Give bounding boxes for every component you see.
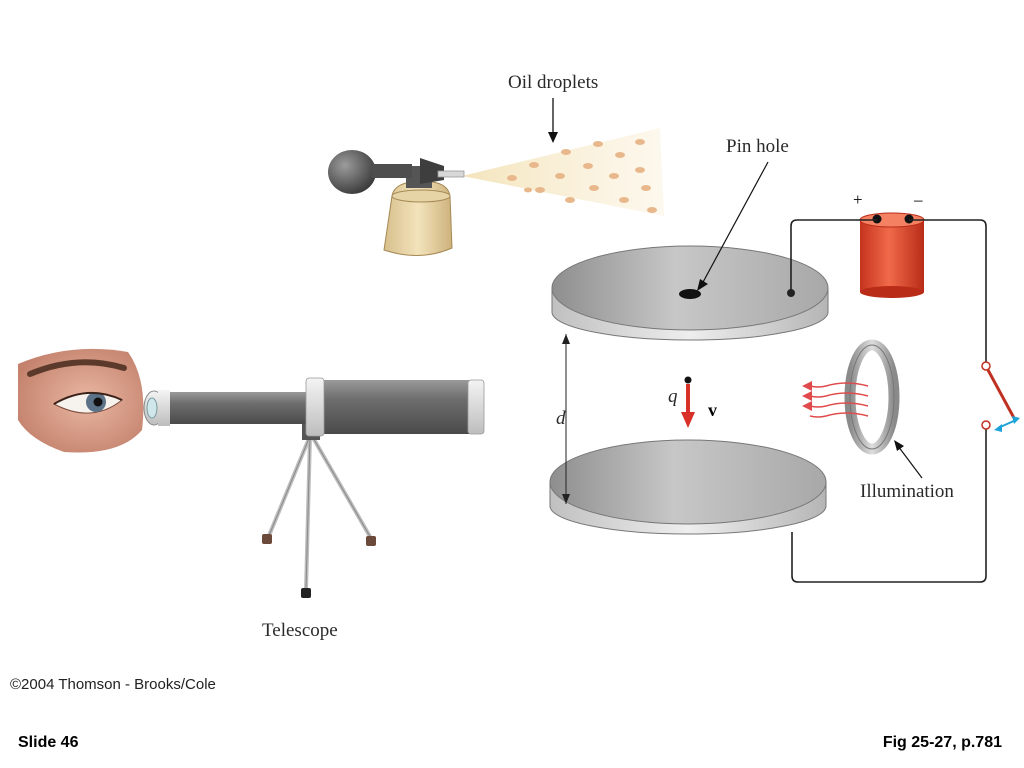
wire-lower xyxy=(791,428,987,583)
pin-hole-label: Pin hole xyxy=(726,136,789,157)
velocity-v-label: v xyxy=(708,400,717,420)
telescope-label: Telescope xyxy=(262,620,338,641)
lower-plate xyxy=(549,439,827,535)
atomizer-bulb-icon xyxy=(328,150,376,194)
battery-plus-label: + xyxy=(853,190,863,209)
atomizer xyxy=(328,128,664,257)
lamp-icon xyxy=(844,339,900,455)
copyright-notice: ©2004 Thomson - Brooks/Cole xyxy=(10,676,216,693)
figure-reference: Fig 25-27, p.781 xyxy=(882,734,1002,751)
eye-icon xyxy=(18,348,144,453)
oil-droplets-label: Oil droplets xyxy=(508,72,598,93)
switch-icon xyxy=(981,361,1016,430)
charge-q-label: q xyxy=(668,386,678,407)
oil-droplet-charge xyxy=(684,376,692,384)
pin-hole xyxy=(679,289,701,299)
illumination-pointer xyxy=(897,445,923,479)
upper-plate xyxy=(551,245,829,341)
battery-icon xyxy=(859,212,925,298)
telescope-icon xyxy=(143,377,485,598)
spray-cone xyxy=(462,128,664,216)
oil-droplets-cloud xyxy=(507,139,657,213)
illumination-label: Illumination xyxy=(860,481,954,502)
slide-number: Slide 46 xyxy=(18,734,79,751)
wire-upper xyxy=(790,219,877,293)
pin-hole-pointer xyxy=(701,161,769,285)
light-rays xyxy=(809,382,869,418)
battery-minus-label: – xyxy=(913,190,923,209)
separation-d-label: d xyxy=(556,408,566,429)
wire-right xyxy=(909,219,987,362)
